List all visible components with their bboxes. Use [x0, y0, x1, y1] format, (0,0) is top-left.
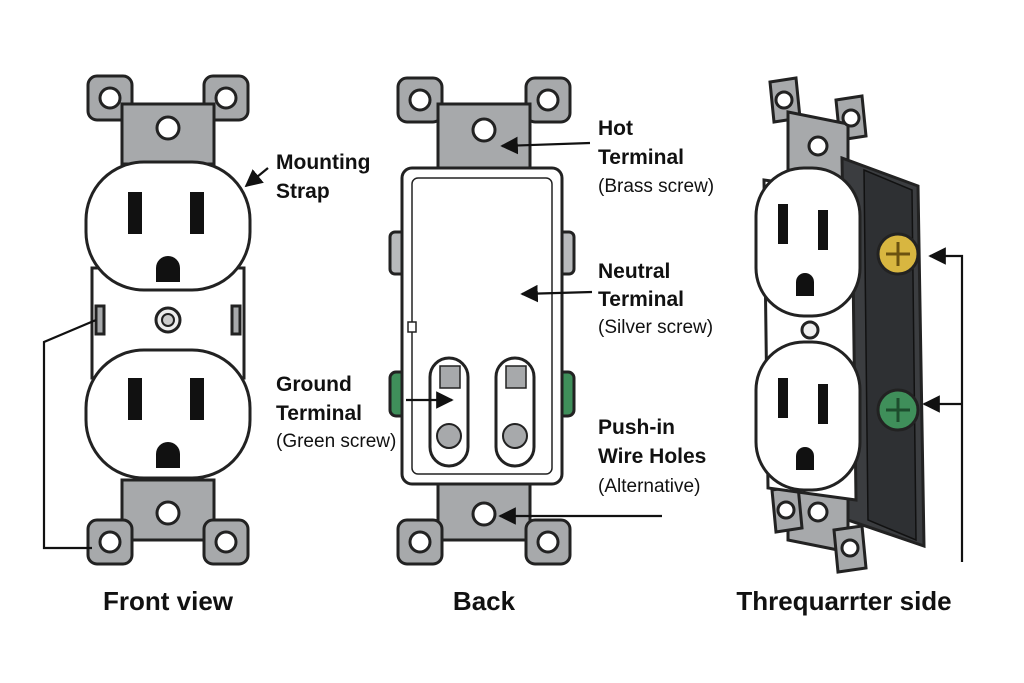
back-view-outlet [388, 76, 576, 566]
side-view-outlet [754, 76, 926, 574]
leader-lines [42, 136, 964, 562]
side-view-caption: Threquarrter side [736, 586, 951, 616]
front-view-caption: Front view [103, 586, 234, 616]
back-view-caption: Back [453, 586, 516, 616]
front-view-outlet [84, 74, 252, 566]
push-in-label-line2: Wire Holes [598, 445, 706, 468]
push-in-note: (Alternative) [598, 476, 700, 497]
front-upper-receptacle [84, 160, 252, 292]
side-lower-receptacle [754, 340, 862, 492]
mounting-strap-label-line2: Strap [276, 180, 330, 203]
hot-terminal-label-line2: Terminal [598, 146, 684, 169]
ground-terminal-label-line1: Ground [276, 373, 352, 396]
view-captions: Front view Back Threquarrter side [103, 586, 952, 616]
neutral-terminal-note: (Silver screw) [598, 317, 713, 338]
ground-terminal-label-line2: Terminal [276, 402, 362, 425]
push-in-wire-holes [428, 356, 536, 468]
side-upper-receptacle [754, 166, 862, 318]
green-screw [876, 388, 920, 432]
front-top-strap [86, 74, 250, 166]
front-lower-receptacle [84, 348, 252, 480]
neutral-terminal-arrow [520, 284, 593, 303]
ground-terminal-note: (Green screw) [276, 431, 396, 452]
back-bottom-strap [396, 476, 572, 566]
hot-terminal-arrow [500, 136, 591, 155]
callout-labels: Mounting Strap Hot Terminal (Brass screw… [276, 117, 714, 497]
front-bottom-strap [86, 478, 250, 566]
back-top-strap [396, 76, 572, 176]
brass-screw-leader [928, 247, 964, 562]
mounting-strap-label-line1: Mounting [276, 151, 370, 174]
neutral-terminal-label-line1: Neutral [598, 260, 670, 283]
hot-terminal-note: (Brass screw) [598, 176, 714, 197]
push-in-label-line1: Push-in [598, 416, 675, 439]
hot-terminal-label-line1: Hot [598, 117, 633, 140]
brass-screw [876, 232, 920, 276]
front-side-bracket-line [42, 318, 97, 550]
mounting-strap-arrow [244, 167, 269, 188]
neutral-terminal-label-line2: Terminal [598, 288, 684, 311]
